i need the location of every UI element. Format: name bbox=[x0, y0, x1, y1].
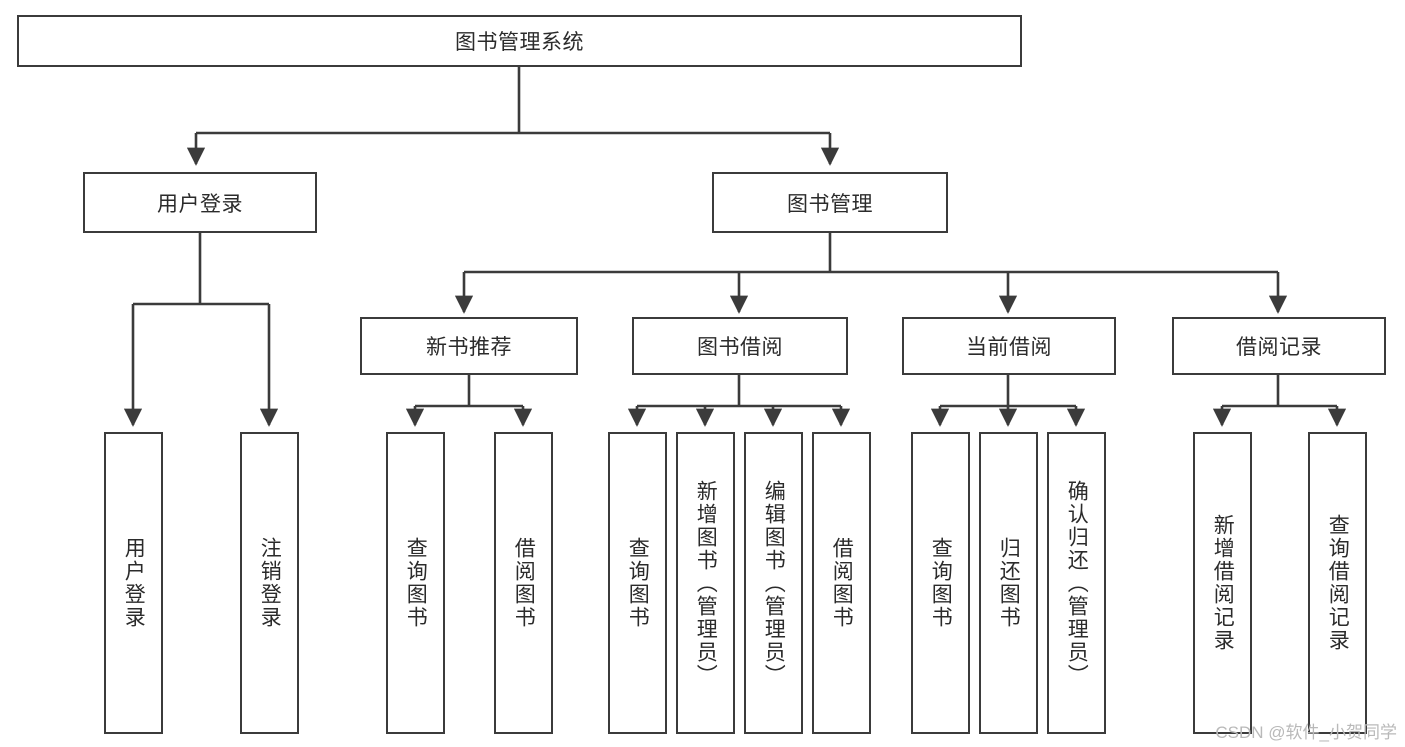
leaf-label: 新增借阅记录 bbox=[1211, 514, 1235, 652]
leaf-label: 注销登录 bbox=[258, 537, 282, 629]
leaf-new-book-1[interactable]: 借阅图书 bbox=[494, 432, 553, 734]
leaf-new-book-0[interactable]: 查询图书 bbox=[386, 432, 445, 734]
leaf-label: 查询图书 bbox=[929, 537, 953, 629]
node-root[interactable]: 图书管理系统 bbox=[17, 15, 1022, 67]
leaf-label: 确认归还（管理员） bbox=[1065, 479, 1089, 687]
node-new-book[interactable]: 新书推荐 bbox=[360, 317, 578, 375]
leaf-book-borrow-2[interactable]: 编辑图书（管理员） bbox=[744, 432, 803, 734]
leaf-book-borrow-0[interactable]: 查询图书 bbox=[608, 432, 667, 734]
leaf-current-borrow-1[interactable]: 归还图书 bbox=[979, 432, 1038, 734]
node-current-borrow-label: 当前借阅 bbox=[966, 336, 1052, 359]
leaf-label: 编辑图书（管理员） bbox=[762, 479, 786, 687]
leaf-user-login-1[interactable]: 注销登录 bbox=[240, 432, 299, 734]
node-new-book-label: 新书推荐 bbox=[426, 336, 512, 359]
node-user-login-label: 用户登录 bbox=[157, 192, 243, 216]
leaf-label: 查询图书 bbox=[404, 537, 428, 629]
leaf-book-borrow-3[interactable]: 借阅图书 bbox=[812, 432, 871, 734]
node-book-borrow[interactable]: 图书借阅 bbox=[632, 317, 848, 375]
node-book-manage-label: 图书管理 bbox=[787, 192, 873, 216]
node-borrow-record-label: 借阅记录 bbox=[1236, 336, 1322, 359]
leaf-label: 借阅图书 bbox=[512, 537, 536, 629]
node-user-login[interactable]: 用户登录 bbox=[83, 172, 317, 233]
leaf-label: 查询图书 bbox=[626, 537, 650, 629]
leaf-current-borrow-0[interactable]: 查询图书 bbox=[911, 432, 970, 734]
leaf-user-login-0[interactable]: 用户登录 bbox=[104, 432, 163, 734]
leaf-label: 借阅图书 bbox=[830, 537, 854, 629]
leaf-label: 归还图书 bbox=[997, 537, 1021, 629]
leaf-borrow-record-1[interactable]: 查询借阅记录 bbox=[1308, 432, 1367, 734]
node-borrow-record[interactable]: 借阅记录 bbox=[1172, 317, 1386, 375]
leaf-label: 查询借阅记录 bbox=[1326, 514, 1350, 652]
node-root-label: 图书管理系统 bbox=[455, 31, 584, 54]
leaf-book-borrow-1[interactable]: 新增图书（管理员） bbox=[676, 432, 735, 734]
node-book-manage[interactable]: 图书管理 bbox=[712, 172, 948, 233]
leaf-current-borrow-2[interactable]: 确认归还（管理员） bbox=[1047, 432, 1106, 734]
node-book-borrow-label: 图书借阅 bbox=[697, 336, 783, 359]
leaf-label: 用户登录 bbox=[122, 537, 146, 629]
node-current-borrow[interactable]: 当前借阅 bbox=[902, 317, 1116, 375]
leaf-label: 新增图书（管理员） bbox=[694, 479, 718, 687]
leaf-borrow-record-0[interactable]: 新增借阅记录 bbox=[1193, 432, 1252, 734]
